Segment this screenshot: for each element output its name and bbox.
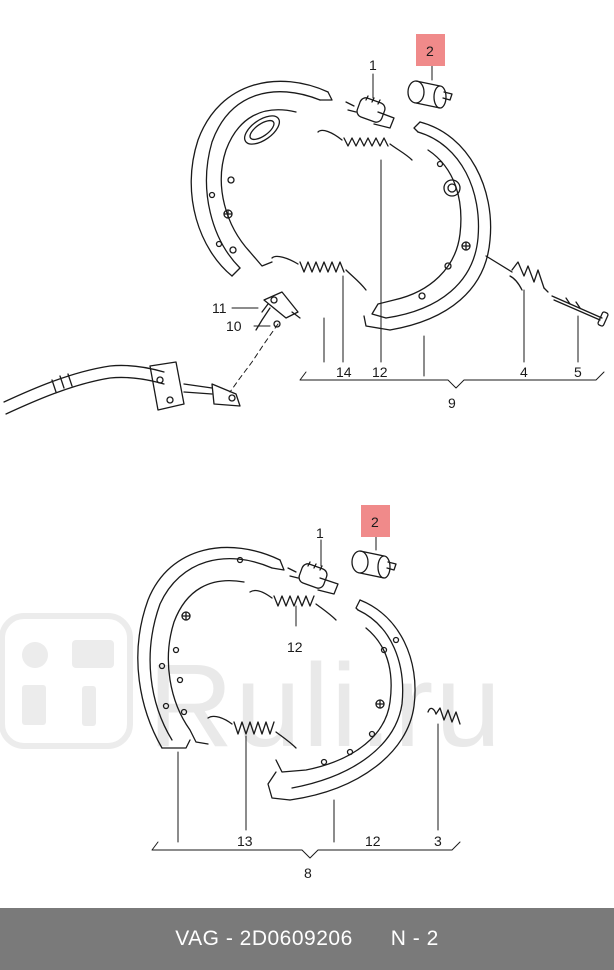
leader-lines-top [229, 65, 605, 393]
label-part-2-top: 2 [426, 43, 434, 59]
handbrake-lever [255, 291, 301, 331]
footer-bar: VAG - 2D0609206 N - 2 [0, 908, 614, 970]
small-spring-bottom [427, 707, 461, 725]
left-brake-shoe-top [190, 80, 333, 277]
sleeve-bottom [351, 550, 397, 579]
lower-spring-bottom [207, 715, 297, 749]
label-part-4: 4 [520, 364, 528, 380]
label-part-3: 3 [434, 833, 442, 849]
label-part-11: 11 [212, 300, 227, 316]
label-part-5: 5 [574, 364, 582, 380]
hold-down-spring-top [485, 255, 549, 293]
highlight-box-top [416, 34, 445, 66]
top-assembly [3, 65, 609, 415]
left-brake-shoe-bottom [137, 546, 285, 749]
label-part-9: 9 [448, 395, 456, 411]
footer-gap [353, 927, 391, 951]
label-part-12-bottom-lower: 12 [365, 833, 381, 849]
highlight-box-bottom [361, 505, 390, 537]
upper-spring-top [317, 129, 413, 161]
adjuster-bottom [287, 561, 339, 595]
label-part-8: 8 [304, 865, 312, 881]
footer-note: N - 2 [390, 927, 439, 950]
label-part-14: 14 [336, 364, 352, 380]
bottom-assembly [137, 533, 461, 859]
upper-spring-bottom [249, 589, 337, 621]
label-part-12-top: 12 [372, 364, 388, 380]
label-part-12-bottom-upper: 12 [287, 639, 303, 655]
top-labels: 2 1 11 10 14 12 4 5 9 [212, 34, 582, 411]
right-brake-shoe-top [363, 121, 492, 331]
sleeve-top [407, 80, 453, 109]
watermark: Ruli.ru [0, 613, 503, 772]
brake-shoe-exploded-diagram: Ruli.ru [0, 34, 609, 881]
label-part-1-top: 1 [369, 57, 377, 73]
label-part-1-bottom: 1 [316, 525, 324, 541]
footer-part-number: 2D0609206 [239, 927, 353, 950]
footer-separator: - [219, 927, 240, 950]
adjuster-top [345, 95, 395, 129]
bottom-labels: 2 1 12 13 12 3 8 [237, 505, 442, 881]
handbrake-cable [3, 361, 241, 415]
label-part-10: 10 [226, 318, 242, 334]
label-part-2-bottom: 2 [371, 514, 379, 530]
label-part-13: 13 [237, 833, 253, 849]
right-brake-shoe-bottom [267, 599, 416, 801]
footer-brand: VAG [175, 927, 220, 950]
lower-spring-top [271, 255, 367, 291]
watermark-text: Ruli.ru [148, 640, 503, 772]
hold-down-pin-top [551, 295, 609, 327]
watermark-logo-icon [22, 640, 114, 726]
leader-lines-bottom [151, 533, 461, 859]
